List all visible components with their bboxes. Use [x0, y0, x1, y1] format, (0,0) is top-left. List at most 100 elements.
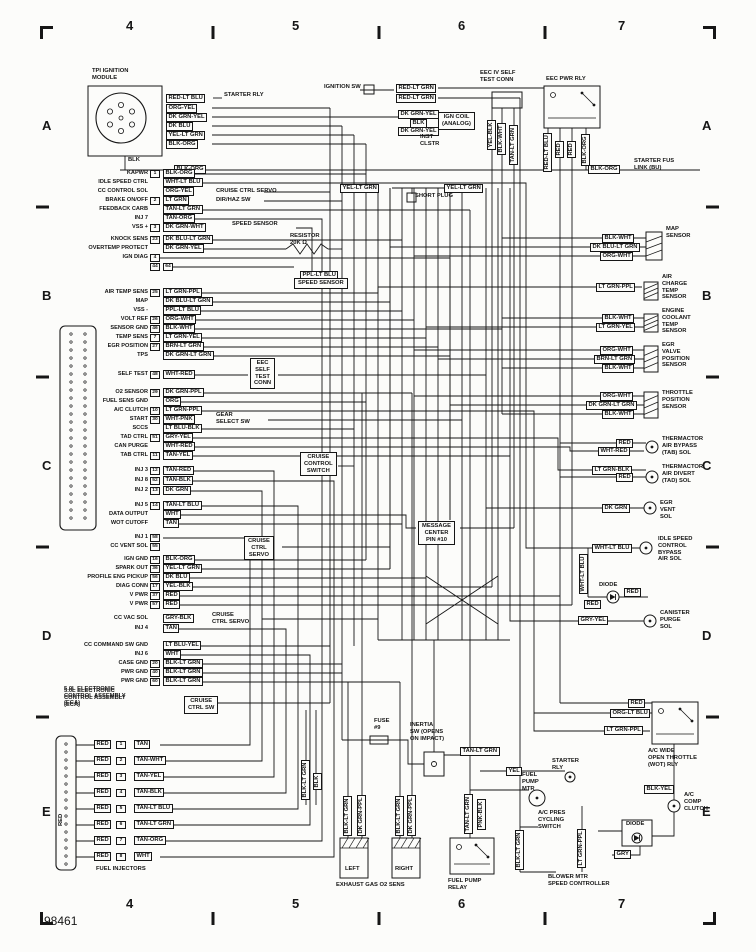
eca-pin-label: EGR POSITION: [107, 343, 148, 349]
wire-label: TAN-LT BLU: [134, 804, 173, 814]
injector-number: 7: [116, 837, 126, 845]
wire-label: LT BLU-BLK: [163, 424, 203, 434]
component-label: SHORT PLUG: [415, 193, 454, 199]
sensor-box: [643, 345, 659, 373]
wire-label: BLK-LT GRN: [163, 668, 203, 678]
corner-mark: [40, 922, 53, 925]
connector-pin: [69, 348, 73, 352]
pin-number: 36: [150, 565, 160, 573]
wire-label: YEL-BLK: [487, 119, 497, 150]
corner-mark: [40, 912, 43, 925]
eca-pin-label: TAD CTRL: [120, 434, 148, 440]
wire: [652, 812, 675, 837]
connector-pin: [83, 396, 87, 400]
wire-label: TAN-LT GRN: [134, 820, 174, 830]
relay-coil: [658, 708, 664, 714]
wire-label: BLK-ORG: [581, 133, 591, 166]
wire-label: BLK: [313, 773, 323, 790]
solenoid-dot: [648, 619, 652, 623]
eca-pin-label: INJ 8: [134, 477, 148, 483]
component-box: [423, 751, 445, 777]
component-label: A/C COMP CLUTCH: [684, 792, 708, 812]
solenoid-dot: [535, 796, 539, 800]
connector-pin: [69, 412, 73, 416]
eca-pin-label: CC CONTROL SOL: [97, 188, 148, 194]
connector-pin: [64, 758, 68, 762]
eca-pin-label: PROFILE ENG PICKUP: [87, 574, 148, 580]
component-label: DIR/HAZ SW: [216, 197, 251, 203]
tick-mark: [706, 375, 719, 379]
sensor-hatch: [643, 408, 659, 415]
connector-pin: [64, 790, 68, 794]
module-circle: [95, 92, 147, 144]
module-pin: [118, 127, 125, 134]
component-label: EEC PWR RLY: [546, 76, 586, 82]
eca-pin-label: CASE GND: [118, 660, 148, 666]
grid-letter: E: [42, 804, 51, 819]
connector-pin: [69, 420, 73, 424]
wire: [160, 470, 275, 778]
solenoid-symbol: [643, 614, 657, 628]
component-label: IGNITION SW: [324, 84, 361, 90]
wire-label: WHT: [163, 510, 182, 520]
component-label: CRUISE CTRL SERVO: [216, 188, 277, 194]
wire-label: ORG-WHT: [600, 346, 634, 356]
eca-pin-label: INJ 4: [134, 625, 148, 631]
wire-label: YEL-LT GRN: [163, 564, 203, 574]
wire-label: DK GRN-PPL: [357, 794, 367, 836]
component-label: STARTER RLY: [552, 758, 579, 771]
sensor-hatch: [643, 349, 659, 356]
eca-pin-label: WOT CUTOFF: [110, 520, 148, 526]
wire-label: WHT-LT BLU: [579, 554, 589, 594]
wire-label: BLK-WHT: [163, 324, 196, 334]
connector-pin: [69, 508, 73, 512]
relay-contact: [690, 719, 694, 723]
connector-pin: [64, 814, 68, 818]
grid-letter: C: [702, 458, 712, 473]
component-label: AIR CHARGE TEMP SENSOR: [662, 274, 688, 301]
sensor-hatch: [643, 355, 659, 363]
component-label: THERMACTOR AIR BYPASS (TAB) SOL: [662, 436, 704, 456]
connector-pin: [83, 444, 87, 448]
wire-label: RED-LT GRN: [396, 84, 437, 94]
component-label: ENGINE COOLANT TEMP SENSOR: [662, 308, 691, 335]
pin-number: 12: [150, 467, 160, 475]
pin-number: 27: [150, 343, 160, 351]
connector-pin: [64, 750, 68, 754]
tick-mark: [36, 545, 49, 549]
wire-label: TAN: [163, 519, 180, 529]
tick-mark: [377, 912, 381, 925]
eca-pin-label: A/C CLUTCH: [113, 407, 148, 413]
wire-label: RED-LT BLU: [166, 94, 206, 104]
connector-pin: [83, 460, 87, 464]
grid-number: 7: [618, 896, 626, 911]
wire-label: BLK-LT GRN: [301, 760, 311, 800]
solenoid-dot: [650, 475, 654, 479]
sensor-hatch: [393, 837, 401, 849]
component-label: CRUISE CTRL SERVO: [244, 536, 274, 561]
sensor-hatch: [348, 837, 356, 849]
connector-pin: [83, 380, 87, 384]
wire-label: DK BLU-LT GRN: [163, 297, 213, 307]
wire-label: YEL: [506, 767, 523, 777]
sheet-number: 98461: [44, 914, 78, 928]
wire-label: LT GRN-PPL: [577, 828, 587, 868]
solenoid-symbol: [528, 789, 546, 807]
solenoid-dot: [648, 506, 652, 510]
connector-pin: [69, 468, 73, 472]
component-label: IGN COIL (ANALOG): [438, 112, 475, 130]
solenoid-dot: [568, 775, 572, 779]
connector-pin: [64, 846, 68, 850]
grid-number: 4: [126, 18, 134, 33]
wire-label: TAN-ORG: [134, 836, 166, 846]
wire-label: PPL-LT BLU: [163, 306, 202, 316]
sensor-box: [643, 281, 659, 301]
eca-pin-label: SCCS: [132, 425, 148, 431]
tick-mark: [543, 912, 547, 925]
wire-label: WHT-LT BLU: [163, 178, 203, 188]
component-label: THROTTLE POSITION SENSOR: [662, 390, 693, 410]
injector-supply-label: RED: [94, 756, 112, 766]
eca-pin-label: CC VAC SOL: [113, 615, 148, 621]
pin-number: 7: [150, 334, 160, 342]
